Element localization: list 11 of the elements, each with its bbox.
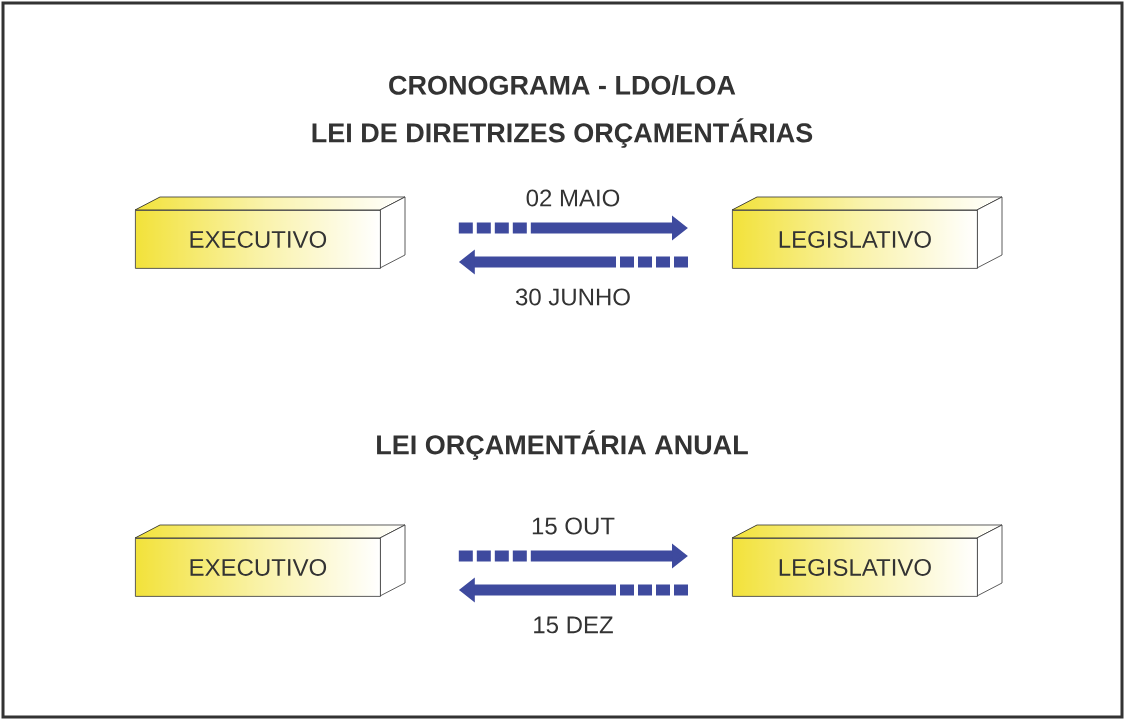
edge-label: 15 OUT [530, 516, 616, 536]
section-heading: LEI ORÇAMENTÁRIA ANUAL [377, 430, 748, 460]
edge-label: 02 MAIO [524, 188, 622, 208]
block-drawing: EXECUTIVO [134, 196, 406, 269]
block-drawing: LEGISLATIVO [731, 196, 1003, 269]
block-drawing: EXECUTIVO [134, 524, 406, 597]
section-heading: LEI DE DIRETRIZES ORÇAMENTÁRIAS [312, 118, 813, 148]
block-drawing: LEGISLATIVO [731, 524, 1003, 597]
edge-label: 15 DEZ [531, 615, 615, 635]
title: CRONOGRAMA - LDO/LOA [389, 74, 736, 96]
edge-label: 30 JUNHO [514, 287, 632, 307]
